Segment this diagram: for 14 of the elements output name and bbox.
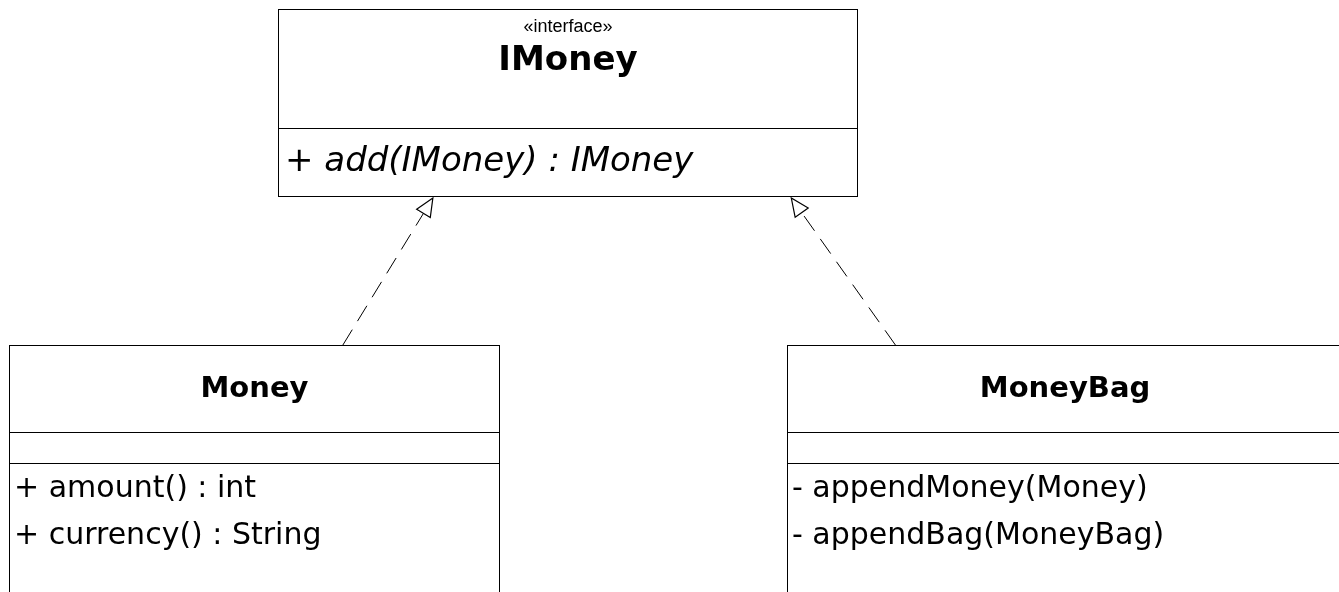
class-box [9,345,500,592]
realization-arrow [342,197,434,346]
stereotype-label: «interface» [523,16,613,37]
method-signature: + currency() : String [14,516,322,551]
class-name: MoneyBag [979,370,1151,404]
class-box [278,9,858,197]
method-signature: + amount() : int [14,469,257,504]
realization-arrow [790,197,896,346]
method-signature: - appendBag(MoneyBag) [792,516,1165,551]
class-box [787,345,1339,592]
method-signature: + add(IMoney) : IMoney [285,139,694,179]
method-signature: - appendMoney(Money) [792,469,1148,504]
class-name: Money [200,370,309,404]
interface-name: IMoney [498,38,638,78]
